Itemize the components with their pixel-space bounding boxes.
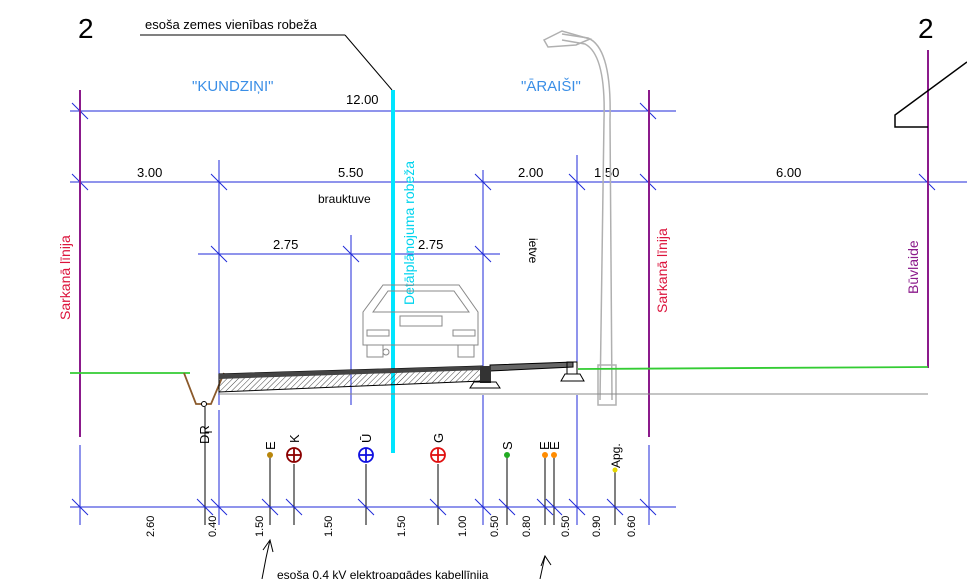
dim-3-00: 3.00	[137, 165, 162, 180]
section-number-right: 2	[918, 13, 934, 44]
utility-g: G	[431, 433, 446, 443]
dim-2-00: 2.00	[518, 165, 543, 180]
sewer-icon	[286, 447, 302, 463]
cable-note: esoša 0.4 kV elektroapgādes kabellīnija	[277, 568, 489, 579]
utility-k: K	[287, 434, 302, 443]
dim-lane-2: 2.75	[418, 237, 443, 252]
boundary-note: esoša zemes vienības robeža	[145, 17, 318, 32]
sidewalk-label: ietve	[526, 238, 540, 264]
section-number-left: 2	[78, 13, 94, 44]
dim-bottom-9: 0.90	[591, 516, 603, 537]
owner-right: "ĀRAIŠI"	[521, 78, 581, 95]
dim-bottom-4: 1.50	[396, 516, 408, 537]
dim-bottom-8: 0.50	[560, 516, 572, 537]
dim-6-00: 6.00	[776, 165, 801, 180]
cable-arrow-left	[262, 538, 274, 553]
dim-lane-1: 2.75	[273, 237, 298, 252]
utility-dr: DR	[197, 425, 212, 444]
utility-s: S	[500, 441, 515, 450]
cable-arrow-right	[540, 554, 552, 567]
utility-e2-icon	[542, 452, 548, 458]
dim-tick	[474, 245, 492, 263]
cable-leader-left	[261, 539, 271, 579]
utility-s-icon	[504, 452, 510, 458]
utility-e3-icon	[551, 452, 557, 458]
drain-pipe	[201, 401, 207, 407]
utility-apg-icon	[612, 467, 618, 473]
utility-u: Ū	[359, 434, 374, 443]
dim-bottom-5: 1.00	[457, 516, 469, 537]
carriageway-label: brauktuve	[318, 192, 371, 206]
utility-e3: E	[547, 441, 562, 450]
dim-bottom-6: 0.50	[489, 516, 501, 537]
dim-bottom-3: 1.50	[323, 516, 335, 537]
dim-1-50: 1.50	[594, 165, 619, 180]
utility-apg: Apg.	[609, 443, 623, 468]
boundary-note-leader	[344, 34, 393, 91]
owner-left: "KUNDZIŅI"	[192, 78, 273, 95]
utility-e-icon	[267, 452, 273, 458]
dim-bottom-1: 0.40	[207, 516, 219, 537]
edge-stone-base	[560, 373, 585, 382]
road-top-layer	[219, 366, 482, 379]
dim-bottom-7: 0.80	[521, 516, 533, 537]
gas-icon	[430, 447, 446, 463]
building-roof	[894, 61, 967, 128]
cable-leader-right	[539, 555, 546, 579]
dim-bottom-10: 0.60	[626, 516, 638, 537]
curb	[480, 366, 491, 383]
street-lamp	[542, 30, 617, 406]
dim-total: 12.00	[346, 92, 379, 107]
dim-bottom-0: 2.60	[145, 516, 157, 537]
plan-boundary-label: Detālplānojuma robeža	[401, 161, 417, 305]
red-line-right-label: Sarkanā līnija	[654, 228, 670, 313]
ground-line	[577, 366, 929, 370]
utility-e: E	[263, 441, 278, 450]
red-line-left-label: Sarkanā līnija	[57, 235, 73, 320]
car-icon	[362, 284, 479, 358]
utility-e2: E	[537, 441, 552, 450]
building-line-label: Būvlaide	[905, 240, 921, 294]
dim-tick	[210, 245, 228, 263]
water-icon	[358, 447, 374, 463]
drainage-ditch	[183, 372, 225, 405]
curb-base	[469, 381, 501, 389]
sidewalk-surface	[489, 361, 574, 372]
dim-5-50: 5.50	[338, 165, 363, 180]
dim-bottom-2: 1.50	[254, 516, 266, 537]
